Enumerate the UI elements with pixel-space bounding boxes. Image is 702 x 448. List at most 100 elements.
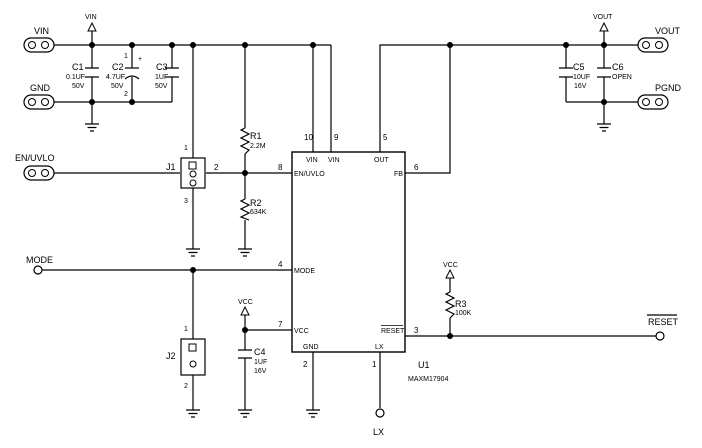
vcc-c4-arrow-icon	[240, 305, 250, 316]
j1-pin1: 1	[184, 145, 188, 152]
jumper-j2[interactable]	[180, 338, 206, 376]
lx-test-point[interactable]	[375, 408, 385, 418]
pin3-name: RESET	[381, 328, 405, 335]
c1-rating: 50V	[72, 83, 85, 90]
jumper-j1[interactable]	[180, 157, 206, 189]
pin1-name: LX	[375, 344, 384, 351]
pin4-name: MODE	[294, 268, 315, 275]
j2-pin1: 1	[184, 326, 188, 333]
j2-pin2: 2	[184, 383, 188, 390]
capacitor-c4	[238, 349, 252, 359]
wires	[42, 31, 656, 410]
c4-value: 1UF	[254, 359, 267, 366]
r1-value: 2.2M	[250, 143, 266, 150]
capacitor-c2	[124, 67, 140, 80]
j2-ref: J2	[166, 351, 176, 361]
c2-pin2: 2	[124, 91, 128, 98]
ground-icon	[306, 409, 320, 418]
capacitor-c5	[559, 67, 573, 78]
c2-value: 4.7UF	[106, 74, 125, 81]
ground-icon	[186, 409, 200, 418]
resistor-r3	[444, 291, 456, 319]
ground-icon	[238, 409, 252, 418]
c1-ref: C1	[72, 62, 84, 72]
capacitor-c6	[597, 67, 611, 78]
vcc-c4-rail-label: VCC	[238, 299, 253, 306]
c6-value: OPEN	[612, 74, 632, 81]
vcc-r3-arrow-icon	[445, 268, 455, 279]
pin6-name: FB	[394, 171, 403, 178]
pin5-name: OUT	[374, 157, 390, 164]
pin10-name: VIN	[306, 157, 318, 164]
c3-ref: C3	[156, 62, 168, 72]
c5-ref: C5	[573, 62, 585, 72]
pgnd-label: PGND	[655, 83, 682, 93]
ic-u1-body	[291, 151, 406, 353]
c3-value: 1UF	[155, 74, 168, 81]
ic-u1-ref: U1	[418, 360, 430, 370]
capacitor-c3	[165, 67, 179, 78]
r1-ref: R1	[250, 131, 262, 141]
pin10-number: 10	[304, 133, 313, 142]
c5-value: 10UF	[573, 74, 590, 81]
r3-value: 100K	[455, 310, 472, 317]
pin5-number: 5	[383, 133, 388, 142]
pin1-number: 1	[372, 360, 377, 369]
pin3-number: 3	[414, 326, 419, 335]
c1-value: 0.1UF	[66, 74, 85, 81]
vout-rail-label: VOUT	[593, 14, 613, 21]
c2-polarity: +	[138, 56, 142, 63]
pin6-number: 6	[414, 163, 419, 172]
vin-connector[interactable]	[23, 37, 55, 53]
mode-test-point[interactable]	[33, 265, 43, 275]
vin-label: VIN	[34, 26, 49, 36]
vout-rail-arrow-icon	[599, 21, 609, 32]
ground-icon	[85, 123, 99, 132]
vout-label: VOUT	[655, 26, 681, 36]
reset-test-point[interactable]	[655, 331, 665, 341]
j1-ref: J1	[166, 162, 176, 172]
resistor-r1	[239, 127, 251, 155]
pin9-name: VIN	[328, 157, 340, 164]
lx-label: LX	[373, 427, 384, 437]
c2-rating: 50V	[111, 83, 124, 90]
vin-rail-label: VIN	[85, 14, 97, 21]
ground-icon	[597, 123, 611, 132]
c3-rating: 50V	[155, 83, 168, 90]
j1-pin2: 2	[214, 163, 219, 172]
vin-rail-arrow-icon	[87, 21, 97, 32]
j1-pin3: 3	[184, 198, 188, 205]
gnd-connector[interactable]	[23, 94, 55, 110]
r2-ref: R2	[250, 198, 262, 208]
resistor-r2	[239, 198, 251, 221]
mode-label: MODE	[26, 255, 53, 265]
c6-ref: C6	[612, 62, 624, 72]
r2-value: 634K	[250, 209, 267, 216]
gnd-label: GND	[30, 83, 51, 93]
r3-ref: R3	[455, 299, 467, 309]
ground-symbols	[85, 123, 611, 418]
pin7-number: 7	[278, 320, 283, 329]
en-uvlo-label: EN/UVLO	[15, 153, 55, 163]
vcc-r3-rail-label: VCC	[443, 262, 458, 269]
c4-rating: 16V	[254, 368, 267, 375]
c5-rating: 16V	[574, 83, 587, 90]
ground-icon	[238, 248, 252, 257]
pin4-number: 4	[278, 260, 283, 269]
ground-icon	[186, 248, 200, 257]
pin9-number: 9	[334, 133, 339, 142]
pin8-name: EN/UVLO	[294, 171, 325, 178]
pin7-name: VCC	[294, 328, 309, 335]
junction-dots	[89, 42, 607, 339]
c2-ref: C2	[112, 62, 124, 72]
ic-u1-part: MAXM17904	[408, 376, 449, 383]
pin8-number: 8	[278, 163, 283, 172]
en-uvlo-connector[interactable]	[23, 165, 55, 181]
reset-label: RESET	[648, 317, 679, 327]
pin2-number: 2	[303, 360, 308, 369]
vout-connector[interactable]	[637, 37, 669, 53]
capacitor-c1	[85, 67, 99, 78]
pgnd-connector[interactable]	[637, 94, 669, 110]
pin2-name: GND	[303, 344, 319, 351]
